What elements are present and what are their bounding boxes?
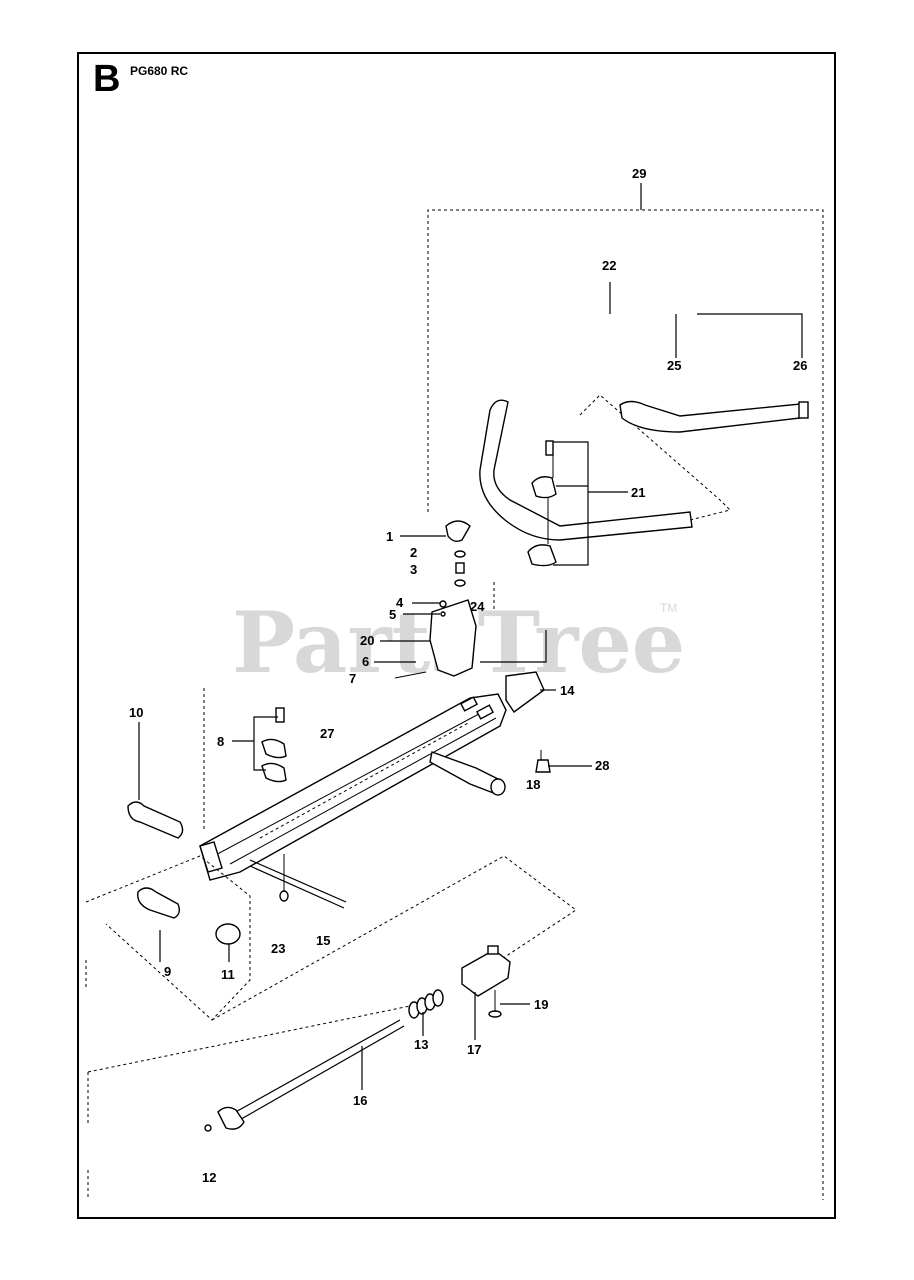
- clamp-screw-top: [545, 440, 554, 456]
- callout-6: 6: [362, 654, 369, 669]
- callout-29: 29: [632, 166, 646, 181]
- leader-24-bracket: [480, 630, 547, 663]
- bolt-head-4: [439, 600, 447, 608]
- section-letter: B: [93, 58, 121, 100]
- callout-7: 7: [349, 671, 356, 686]
- callout-18: 18: [526, 777, 540, 792]
- watermark-trademark: TM: [660, 601, 677, 615]
- callout-2: 2: [410, 545, 417, 560]
- rod-15: [249, 859, 347, 903]
- clamp-upper: [531, 476, 557, 499]
- frame-end-cap: [199, 841, 223, 873]
- lower-plane-boundary: [211, 855, 577, 1021]
- main-frame-rail: [199, 693, 507, 881]
- callout-21: 21: [631, 485, 645, 500]
- callout-1: 1: [386, 529, 393, 544]
- callout-12: 12: [202, 1170, 216, 1185]
- callout-4: 4: [396, 595, 404, 610]
- axle-10: [127, 801, 184, 839]
- lower-left-boundary: [85, 855, 251, 1021]
- handlebar-outline: [579, 394, 731, 521]
- callout-25: 25: [667, 358, 681, 373]
- callout-10: 10: [129, 705, 143, 720]
- callout-27: 27: [320, 726, 334, 741]
- shaft-end-16: [217, 1106, 245, 1130]
- callout-13: 13: [414, 1037, 428, 1052]
- callout-24: 24: [470, 599, 485, 614]
- bolt-28: [535, 759, 551, 773]
- callout-19: 19: [534, 997, 548, 1012]
- callout-17: 17: [467, 1042, 481, 1057]
- washer-part-2: [454, 550, 466, 558]
- handle-assembly-boundary: [427, 209, 824, 1200]
- clamp-plate: [429, 599, 477, 677]
- nut-11: [215, 923, 241, 945]
- bracket-bolt-8: [275, 707, 285, 723]
- grip-end-cap: [798, 401, 809, 419]
- callout-16: 16: [353, 1093, 367, 1108]
- model-label: PG680 RC: [130, 64, 189, 78]
- callout-28: 28: [595, 758, 609, 773]
- spring-13: [408, 989, 444, 1019]
- callout-20: 20: [360, 633, 374, 648]
- diagram-frame: [77, 52, 836, 1219]
- bracket-8: [261, 738, 287, 759]
- leader-21-bracket: [553, 441, 589, 566]
- clamp-lower: [527, 544, 557, 567]
- cross-tube: [429, 751, 501, 795]
- callout-3: 3: [410, 562, 417, 577]
- block-17: [461, 949, 511, 997]
- callout-15: 15: [316, 933, 330, 948]
- callout-22: 22: [602, 258, 616, 273]
- shaft-16: [231, 1019, 401, 1115]
- roller-9: [137, 887, 181, 919]
- callout-11: 11: [221, 967, 235, 982]
- callout-23: 23: [271, 941, 285, 956]
- spacer-part-3: [455, 562, 465, 574]
- callout-5: 5: [389, 607, 396, 622]
- callout-9: 9: [164, 964, 171, 979]
- j-handle-tube: [479, 399, 693, 541]
- leader-26: [697, 313, 803, 358]
- right-grip-tube: [619, 400, 801, 433]
- callout-8: 8: [217, 734, 224, 749]
- nut-5: [440, 611, 446, 617]
- gasket-14: [505, 671, 545, 713]
- callout-26: 26: [793, 358, 807, 373]
- knob-part-1: [445, 520, 471, 543]
- callout-14: 14: [560, 683, 575, 698]
